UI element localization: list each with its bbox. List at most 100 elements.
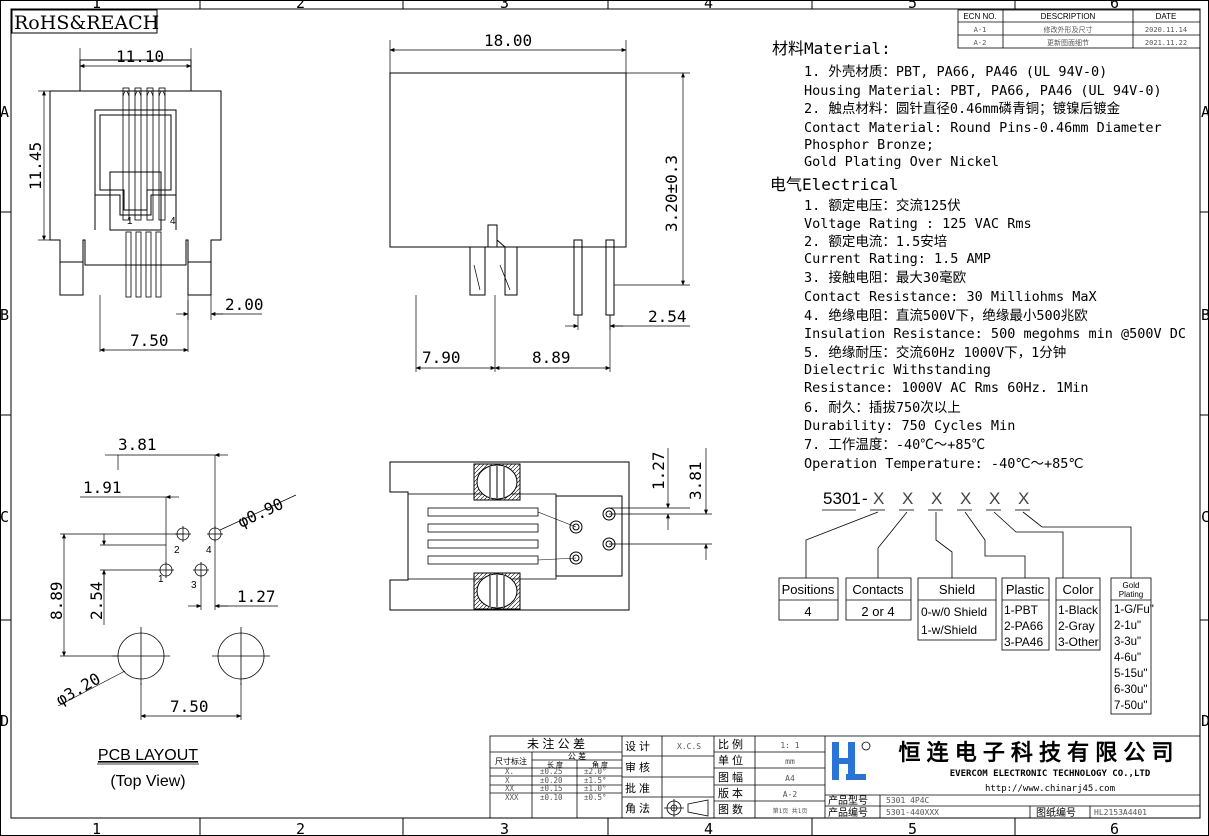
projection-symbol xyxy=(664,799,709,817)
top-zone-4: 4 xyxy=(704,0,713,12)
pcb-hole-3-label: 3 xyxy=(191,580,197,591)
designer-value: X.C.S xyxy=(677,742,701,751)
code-box-color-title: Color xyxy=(1062,582,1094,597)
front-pin-offset-dim: 2.00 xyxy=(225,295,264,314)
role-approve-label: 批 准 xyxy=(625,781,650,795)
tol-row-4-angle: ±0.5° xyxy=(584,793,607,802)
code-box-plating-line-3: 3-3u" xyxy=(1114,636,1141,648)
pcb-layout-dims xyxy=(57,453,297,720)
part-code: 5301 - X X X X X X xyxy=(823,489,1029,508)
pcb-layout-subtitle: (Top View) xyxy=(110,773,185,790)
code-box-shield-line-1: 0-w/0 Shield xyxy=(921,605,987,619)
ecn-row2-desc: 更新图面细节 xyxy=(1047,38,1089,47)
side-pitch-dim: 2.54 xyxy=(648,307,687,326)
front-pin1-label: 1 xyxy=(127,216,133,227)
part-code-prefix: 5301 xyxy=(823,489,861,508)
ecn-table xyxy=(957,9,1201,49)
ecn-header-date: DATE xyxy=(1156,12,1177,21)
bottom-d2-dim: 3.81 xyxy=(686,461,705,500)
bottom-zone-5: 5 xyxy=(908,820,917,836)
code-box-positions-value: 4 xyxy=(804,604,811,619)
tol-head-label: 尺寸标注 xyxy=(495,756,527,766)
electrical-line-11: Resistance: 1000V AC Rms 60Hz. 1Min xyxy=(804,380,1088,396)
drawing-no-label: 图纸编号 xyxy=(1036,806,1076,819)
electrical-line-1: 1. 额定电压：交流125伏 xyxy=(804,197,961,214)
drawing-no-value: HL2153A4401 xyxy=(1094,808,1147,817)
tol-row-3-angle: ±1.0° xyxy=(584,784,607,793)
right-zone-b: B xyxy=(1201,306,1209,324)
electrical-line-2: Voltage Rating : 125 VAC Rms xyxy=(804,216,1032,232)
prop-sheets-label: 图 数 xyxy=(718,803,743,816)
pcb-d889: 8.89 xyxy=(47,581,66,620)
part-code-x-6: X xyxy=(1018,489,1029,508)
part-code-x-4: X xyxy=(960,489,971,508)
part-code-x-3: X xyxy=(931,489,942,508)
prop-size-value: A4 xyxy=(785,774,795,783)
prop-size-label: 图 幅 xyxy=(718,771,743,784)
bottom-zone-2: 2 xyxy=(296,820,305,836)
side-length-dim: 18.00 xyxy=(484,31,532,50)
product-no-value: 5301-440XXX xyxy=(886,808,939,817)
electrical-line-12: 6. 耐久：插拔750次以上 xyxy=(804,400,961,416)
electrical-line-10: Dielectric Withstanding xyxy=(804,362,991,378)
tol-row-3-length: ±0.15 xyxy=(540,784,563,793)
code-box-contacts-value: 2 or 4 xyxy=(861,604,894,619)
pcb-d320: φ3.20 xyxy=(53,669,104,710)
side-left-dim: 7.90 xyxy=(422,348,461,367)
tol-row-2-angle: ±1.5° xyxy=(584,776,607,785)
material-line-3: 2. 触点材料：圆针直径0.46mm磷青铜；镀镍后镀金 xyxy=(804,100,1121,117)
material-line-6: Gold Plating Over Nickel xyxy=(804,154,999,170)
left-zone-c: C xyxy=(0,508,9,526)
electrical-line-7: 4. 绝缘电阻：直流500V下，绝缘最小500兆欧 xyxy=(804,308,1088,324)
pcb-hole-4-label: 4 xyxy=(206,545,212,556)
top-zone-2: 2 xyxy=(296,0,305,12)
left-zone-d: D xyxy=(0,712,9,730)
tol-row-3-unit: XX xyxy=(505,784,515,793)
material-line-5: Phosphor Bronze; xyxy=(804,137,934,153)
tol-row-1-angle: ±2.0° xyxy=(584,767,607,776)
pcb-d191: 1.91 xyxy=(83,478,122,497)
pcb-d750: 7.50 xyxy=(170,697,209,716)
top-zone-3: 3 xyxy=(500,0,509,12)
ecn-header-no: ECN NO. xyxy=(963,12,996,21)
rohs-box xyxy=(11,9,158,34)
electrical-line-5: 3. 接触电阻：最大30毫欧 xyxy=(804,269,967,286)
company-website: http://www.chinarj45.com xyxy=(985,784,1115,794)
ecn-row1-desc: 修改外形及尺寸 xyxy=(1044,25,1093,34)
pcb-d254: 2.54 xyxy=(87,581,106,620)
code-box-color-line-3: 3-Other xyxy=(1058,635,1099,649)
electrical-line-14: 7. 工作温度：-40℃～+85℃ xyxy=(804,437,985,453)
tol-row-1-length: ±0.25 xyxy=(540,767,563,776)
pcb-d090: φ0.90 xyxy=(235,494,287,532)
electrical-line-9: 5. 绝缘耐压：交流60Hz 1000V下，1分钟 xyxy=(804,344,1066,361)
top-zone-6: 6 xyxy=(1110,0,1119,12)
pcb-d381: 3.81 xyxy=(118,435,157,454)
front-pin4-label: 4 xyxy=(170,216,176,227)
product-type-label: 产品型号 xyxy=(828,794,868,807)
tol-head-tolerance: 公 差 xyxy=(568,751,586,761)
prop-unit-label: 单 位 xyxy=(718,753,743,767)
pcb-layout-title: PCB LAYOUT xyxy=(98,747,198,764)
tol-row-2-unit: X xyxy=(505,776,510,785)
code-box-plastic-title: Plastic xyxy=(1006,582,1045,597)
part-code-x-5: X xyxy=(989,489,1000,508)
bottom-view-dims xyxy=(609,448,712,560)
electrical-line-6: Contact Resistance: 30 Milliohms MaX xyxy=(804,289,1097,305)
material-title: 材料Material: xyxy=(772,39,891,58)
prop-scale-value: 1: 1 xyxy=(780,741,799,750)
electrical-line-13: Durability: 750 Cycles Min xyxy=(804,418,1015,434)
prop-unit-value: mm xyxy=(785,757,795,766)
code-box-plating-title-2: Plating xyxy=(1119,590,1143,599)
material-line-1: 1. 外壳材质：PBT, PA66, PA46 (UL 94V-0) xyxy=(804,64,1107,80)
code-box-color-line-1: 1-Black xyxy=(1058,603,1099,617)
tol-row-4-length: ±0.10 xyxy=(540,793,563,802)
electrical-title: 电气Electrical xyxy=(770,175,898,194)
bottom-zone-6: 6 xyxy=(1110,820,1119,836)
part-code-separator: - xyxy=(862,489,868,508)
electrical-line-15: Operation Temperature: -40℃～+85℃ xyxy=(804,456,1084,472)
ecn-row1-no: A-1 xyxy=(974,26,987,34)
right-zone-d: D xyxy=(1201,712,1209,730)
ecn-header-desc: DESCRIPTION xyxy=(1041,12,1096,21)
code-box-plastic-line-2: 2-PA66 xyxy=(1004,619,1043,633)
